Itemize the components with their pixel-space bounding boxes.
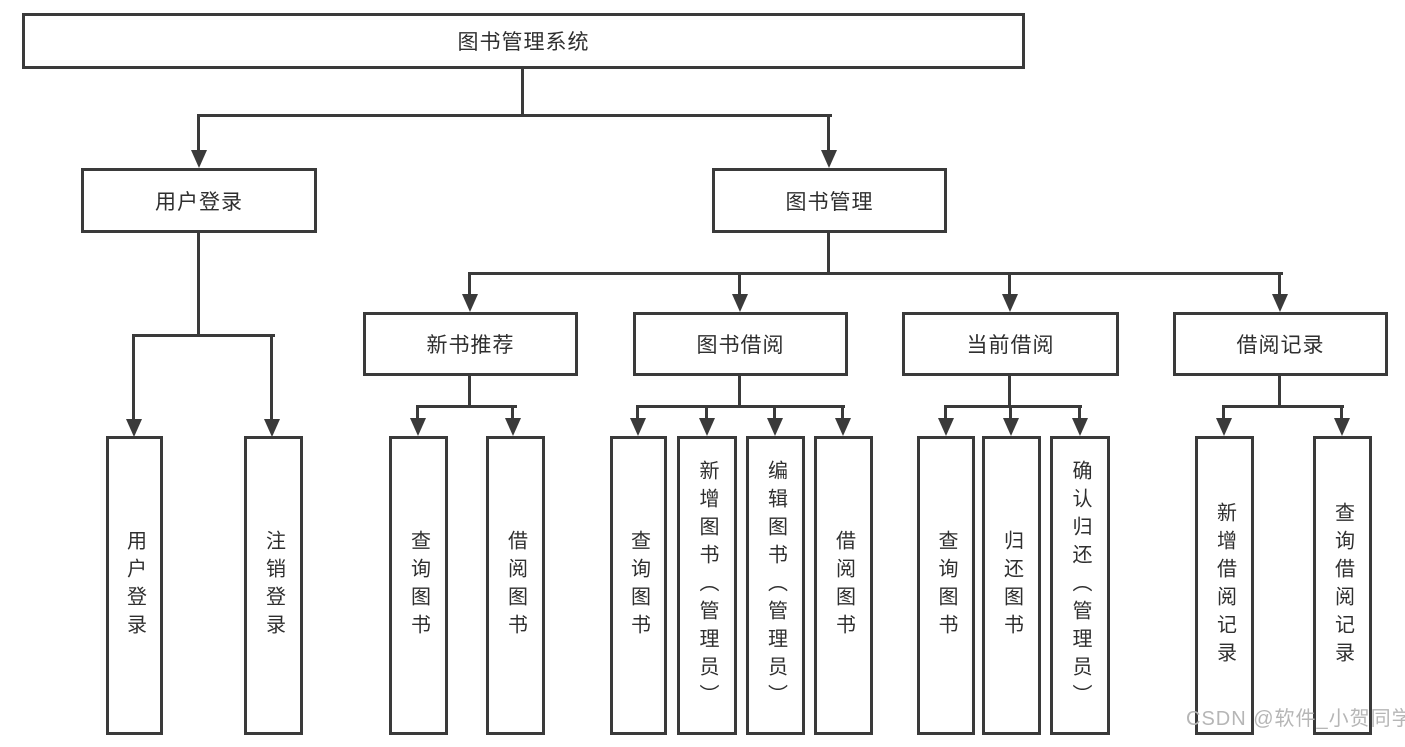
connector-to-leaf <box>773 405 776 421</box>
connector-to-leaf <box>1078 405 1081 421</box>
leaf-query-books-recommend: 查询图书 <box>389 436 448 735</box>
arrow-down-icon <box>732 294 748 312</box>
connector-branch <box>1222 405 1344 408</box>
connector-user-login-branch <box>132 334 275 337</box>
arrow-down-icon <box>821 150 837 168</box>
leaf-query-books-borrow: 查询图书 <box>610 436 667 735</box>
connector-to-leaf <box>944 405 947 421</box>
arrow-down-icon <box>699 418 715 436</box>
connector-book-mgmt-branch <box>468 272 1283 275</box>
node-book-borrowing: 图书借阅 <box>633 312 848 376</box>
node-book-management: 图书管理 <box>712 168 947 233</box>
connector-to-leaf <box>270 334 273 421</box>
node-user-login: 用户登录 <box>81 168 317 233</box>
leaf-edit-books-admin: 编辑图书（管理员） <box>746 436 805 735</box>
connector-to-current-borrow <box>1008 272 1011 298</box>
arrow-down-icon <box>835 418 851 436</box>
arrow-down-icon <box>505 418 521 436</box>
connector-to-leaf <box>416 405 419 421</box>
connector-branch <box>416 405 517 408</box>
connector-to-leaf <box>636 405 639 421</box>
arrow-down-icon <box>630 418 646 436</box>
connector-branch <box>944 405 1082 408</box>
connector-to-leaf <box>1340 405 1343 421</box>
node-borrowing-records: 借阅记录 <box>1173 312 1388 376</box>
leaf-query-borrow-record: 查询借阅记录 <box>1313 436 1372 735</box>
leaf-logout: 注销登录 <box>244 436 303 735</box>
connector-to-borrow-records <box>1278 272 1281 298</box>
arrow-down-icon <box>126 419 142 437</box>
connector-to-new-book-rec <box>468 272 471 298</box>
arrow-down-icon <box>1272 294 1288 312</box>
leaf-confirm-return-admin: 确认归还（管理员） <box>1050 436 1110 735</box>
leaf-user-login: 用户登录 <box>106 436 163 735</box>
connector-root-branch <box>197 114 832 117</box>
arrow-down-icon <box>264 419 280 437</box>
connector-user-login-stub <box>197 233 200 337</box>
connector-stub <box>738 376 741 408</box>
leaf-return-books: 归还图书 <box>982 436 1041 735</box>
arrow-down-icon <box>191 150 207 168</box>
connector-stub <box>1278 376 1281 408</box>
node-root: 图书管理系统 <box>22 13 1025 69</box>
connector-branch <box>636 405 845 408</box>
leaf-borrow-books-recommend: 借阅图书 <box>486 436 545 735</box>
connector-book-mgmt-stub <box>827 233 830 275</box>
connector-to-leaf <box>841 405 844 421</box>
arrow-down-icon <box>462 294 478 312</box>
connector-to-leaf <box>132 334 135 421</box>
arrow-down-icon <box>1072 418 1088 436</box>
arrow-down-icon <box>1003 418 1019 436</box>
leaf-add-borrow-record: 新增借阅记录 <box>1195 436 1254 735</box>
connector-to-leaf <box>1009 405 1012 421</box>
arrow-down-icon <box>938 418 954 436</box>
arrow-down-icon <box>1002 294 1018 312</box>
node-new-book-recommend: 新书推荐 <box>363 312 578 376</box>
leaf-add-books-admin: 新增图书（管理员） <box>677 436 737 735</box>
csdn-watermark: CSDN @软件_小贺同学 <box>1186 708 1405 730</box>
connector-to-book-mgmt <box>827 114 830 152</box>
connector-to-leaf <box>1222 405 1225 421</box>
connector-to-leaf <box>511 405 514 421</box>
connector-to-leaf <box>705 405 708 421</box>
connector-to-book-borrow <box>738 272 741 298</box>
arrow-down-icon <box>410 418 426 436</box>
leaf-query-books-current: 查询图书 <box>917 436 975 735</box>
arrow-down-icon <box>1216 418 1232 436</box>
arrow-down-icon <box>767 418 783 436</box>
connector-stub <box>1008 376 1011 408</box>
leaf-borrow-books: 借阅图书 <box>814 436 873 735</box>
connector-to-user-login <box>197 114 200 152</box>
node-current-borrowing: 当前借阅 <box>902 312 1119 376</box>
connector-stub <box>468 376 471 408</box>
arrow-down-icon <box>1334 418 1350 436</box>
connector-root-stub <box>521 69 524 117</box>
